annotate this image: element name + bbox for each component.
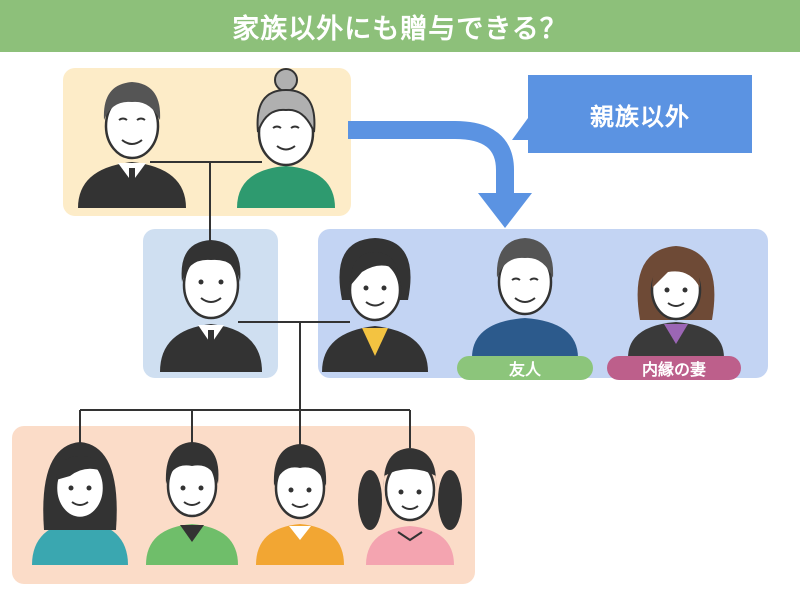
page-title: 家族以外にも贈与できる？ bbox=[232, 13, 568, 45]
inlaw-wife-label: 内縁の妻 bbox=[607, 356, 741, 380]
friend-label: 友人 bbox=[457, 356, 593, 380]
wife-figure bbox=[322, 238, 428, 372]
callout-pointer bbox=[512, 118, 528, 140]
child-3-figure bbox=[256, 444, 344, 565]
self-figure bbox=[160, 240, 262, 372]
child-1-figure bbox=[32, 442, 128, 565]
non-relatives-callout: 親族以外 bbox=[528, 75, 752, 153]
callout-arrowhead bbox=[478, 193, 532, 228]
child-4-figure bbox=[358, 448, 462, 565]
callout-label: 親族以外 bbox=[590, 102, 690, 131]
child-2-figure bbox=[146, 442, 238, 565]
inlaw-wife-figure bbox=[628, 246, 724, 358]
family-tree-lines bbox=[79, 161, 411, 448]
grandfather-figure bbox=[78, 82, 186, 208]
title-bar: 家族以外にも贈与できる？ bbox=[0, 0, 800, 52]
friend-figure bbox=[472, 238, 578, 358]
grandmother-figure bbox=[237, 68, 335, 208]
callout-arrow bbox=[348, 121, 514, 195]
